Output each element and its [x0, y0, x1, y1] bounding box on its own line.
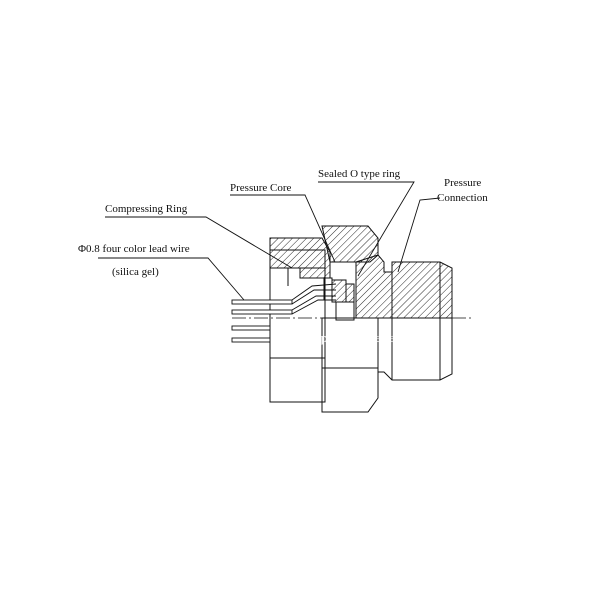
label-pressure-connection-2: Connection [437, 192, 488, 204]
label-lead-wire: Φ0.8 four color lead wire [78, 243, 190, 255]
leader-lines [98, 181, 441, 301]
pressure-connection-lower [377, 317, 453, 381]
watermark: betterpurchasebetterlife [290, 330, 418, 345]
label-pressure-connection-1: Pressure [444, 177, 481, 189]
label-silica-gel: (silica gel) [112, 266, 159, 278]
label-sealed-o-ring: Sealed O type ring [318, 168, 401, 180]
label-compressing-ring: Compressing Ring [105, 203, 188, 215]
pressure-connection-body [355, 254, 453, 319]
lead-wires [231, 283, 337, 343]
label-pressure-core: Pressure Core [230, 182, 292, 194]
compressing-ring [269, 237, 331, 279]
